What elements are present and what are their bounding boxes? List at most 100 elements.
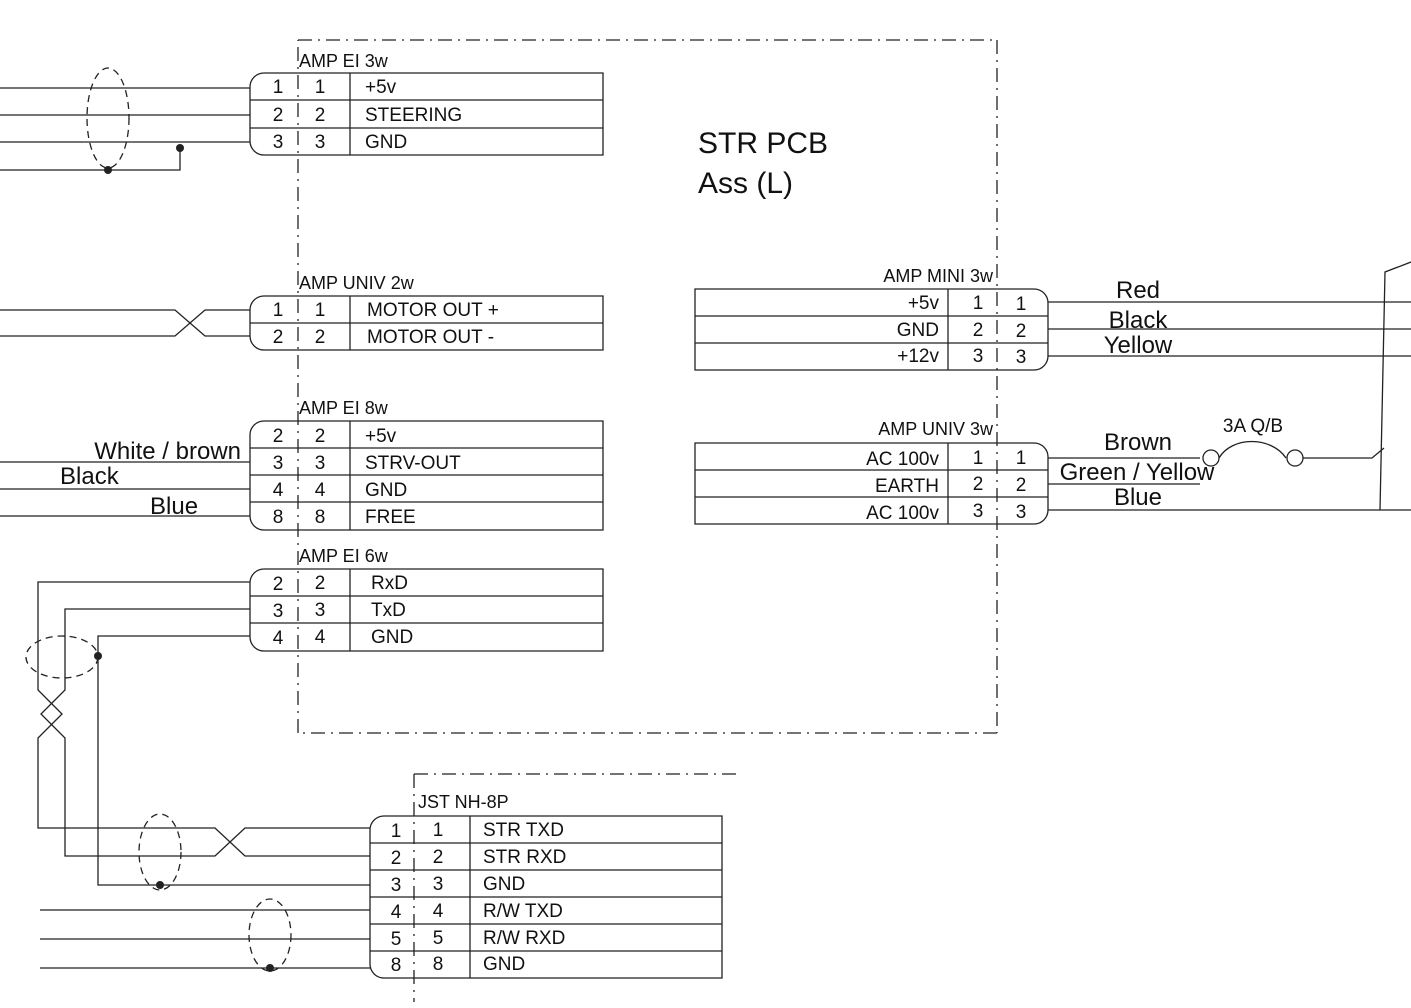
pin-left: 5 xyxy=(391,929,402,950)
signal-label: +5v xyxy=(365,426,397,447)
pin-left: 4 xyxy=(391,902,402,923)
signal-label: GND xyxy=(897,320,939,341)
wire-label: Blue xyxy=(150,493,198,520)
pin-number: 2 xyxy=(973,320,984,341)
signal-label: RxD xyxy=(371,573,408,594)
signal-label: GND xyxy=(483,874,525,895)
pin-number: 4 xyxy=(433,901,444,922)
pin-left: 2 xyxy=(273,426,284,447)
connector-amp-univ-2w: AMP UNIV 2w 1 1 MOTOR OUT + 2 2 MOTOR OU… xyxy=(249,273,604,351)
pin-left: 1 xyxy=(273,77,284,98)
wire-label: Red xyxy=(1116,277,1160,304)
pin-number: 3 xyxy=(315,600,326,621)
c1-wires xyxy=(0,67,250,174)
fuse-label: 3A Q/B xyxy=(1223,416,1283,437)
pin-left: 2 xyxy=(273,105,284,126)
signal-label: R/W TXD xyxy=(483,901,563,922)
wire-label: Brown xyxy=(1104,429,1172,456)
signal-label: GND xyxy=(371,627,413,648)
connector-title: AMP EI 6w xyxy=(299,546,389,566)
pin-number: 4 xyxy=(315,627,326,648)
signal-label: STEERING xyxy=(365,105,462,126)
shield-loop xyxy=(86,67,130,169)
wire-label: Black xyxy=(1109,307,1169,334)
signal-label: MOTOR OUT + xyxy=(367,300,499,321)
wire-label: Green / Yellow xyxy=(1060,459,1215,486)
signal-label: AC 100v xyxy=(866,503,939,524)
pin-number: 2 xyxy=(973,474,984,495)
pin-number: 2 xyxy=(433,847,444,868)
signal-label: EARTH xyxy=(875,476,939,497)
pin-number: 2 xyxy=(315,426,326,447)
signal-label: GND xyxy=(365,480,407,501)
secondary-boundary xyxy=(413,773,736,1002)
wire-label: Black xyxy=(60,463,120,490)
pin-left: 3 xyxy=(391,875,402,896)
pin-number: 3 xyxy=(973,501,984,522)
wire-label: Yellow xyxy=(1104,332,1173,359)
pin-number: 1 xyxy=(433,820,444,841)
connector-title: AMP UNIV 3w xyxy=(878,419,994,439)
pin-number: 1 xyxy=(315,77,326,98)
c6-wires: Red Black Yellow xyxy=(1048,277,1411,359)
pcb-boundary xyxy=(297,39,998,734)
pin-left: 4 xyxy=(273,480,284,501)
shield-loop xyxy=(25,635,99,679)
signal-label: +12v xyxy=(897,346,939,367)
shield-loop xyxy=(138,813,182,891)
pin-left: 3 xyxy=(273,601,284,622)
pin-number: 1 xyxy=(973,293,984,314)
c7-wires: Brown Green / Yellow Blue 3A Q/B xyxy=(1048,416,1385,511)
pin-left: 1 xyxy=(391,821,402,842)
shield-drain-dot xyxy=(266,964,274,972)
pin-left: 3 xyxy=(273,453,284,474)
connector-title: JST NH-8P xyxy=(418,792,509,812)
wire-label: White / brown xyxy=(94,438,241,465)
board-subtitle: Ass (L) xyxy=(698,167,793,200)
fuse-symbol xyxy=(1218,440,1287,459)
connector-jst-nh-8p: JST NH-8P 1 1 STR TXD 2 2 STR RXD 3 3 GN… xyxy=(369,792,723,979)
signal-label: AC 100v xyxy=(866,449,939,470)
pin-right: 3 xyxy=(1016,502,1027,523)
signal-label: TxD xyxy=(371,600,406,621)
pin-right: 1 xyxy=(1016,294,1027,315)
signal-label: STR RXD xyxy=(483,847,566,868)
pin-number: 3 xyxy=(315,132,326,153)
connector-amp-ei-8w: AMP EI 8w 2 2 +5v 3 3 STRV-OUT 4 4 GND 8… xyxy=(249,398,604,531)
pin-number: 3 xyxy=(315,453,326,474)
shield-drain-dot xyxy=(104,166,112,174)
pin-number: 4 xyxy=(315,480,326,501)
shield-drain-dot xyxy=(176,144,184,152)
signal-label: GND xyxy=(483,954,525,975)
pin-left: 2 xyxy=(273,327,284,348)
signal-label: STRV-OUT xyxy=(365,453,461,474)
right-edge-outline xyxy=(1379,261,1411,511)
board-title: STR PCB xyxy=(698,127,828,160)
signal-label: STR TXD xyxy=(483,820,564,841)
connector-title: AMP MINI 3w xyxy=(883,266,994,286)
pin-number: 8 xyxy=(315,507,326,528)
pin-left: 2 xyxy=(273,574,284,595)
shield-drain-dot xyxy=(156,881,164,889)
pin-number: 3 xyxy=(973,346,984,367)
c2-twisted-wires xyxy=(0,309,250,337)
connector-amp-univ-3w: AMP UNIV 3w AC 100v 1 1 EARTH 2 2 AC 100… xyxy=(694,419,1049,525)
shield-loop xyxy=(248,898,292,972)
c3-wires: White / brown Black Blue xyxy=(0,438,250,520)
signal-label: +5v xyxy=(365,77,397,98)
connector-amp-ei-3w: AMP EI 3w 1 1 +5v 2 2 STEERING 3 3 GND xyxy=(249,51,604,156)
pin-number: 2 xyxy=(315,105,326,126)
connector-amp-ei-6w: AMP EI 6w 2 2 RxD 3 3 TxD 4 4 GND xyxy=(249,546,604,652)
wire-label: Blue xyxy=(1114,484,1162,511)
signal-label: FREE xyxy=(365,507,416,528)
fuse-terminal xyxy=(1286,449,1304,467)
pin-left: 8 xyxy=(391,955,402,976)
pin-left: 3 xyxy=(273,132,284,153)
pin-left: 8 xyxy=(273,507,284,528)
pin-number: 5 xyxy=(433,928,444,949)
pin-right: 2 xyxy=(1016,321,1027,342)
pin-left: 1 xyxy=(273,300,284,321)
pin-right: 3 xyxy=(1016,347,1027,368)
pin-number: 2 xyxy=(315,573,326,594)
